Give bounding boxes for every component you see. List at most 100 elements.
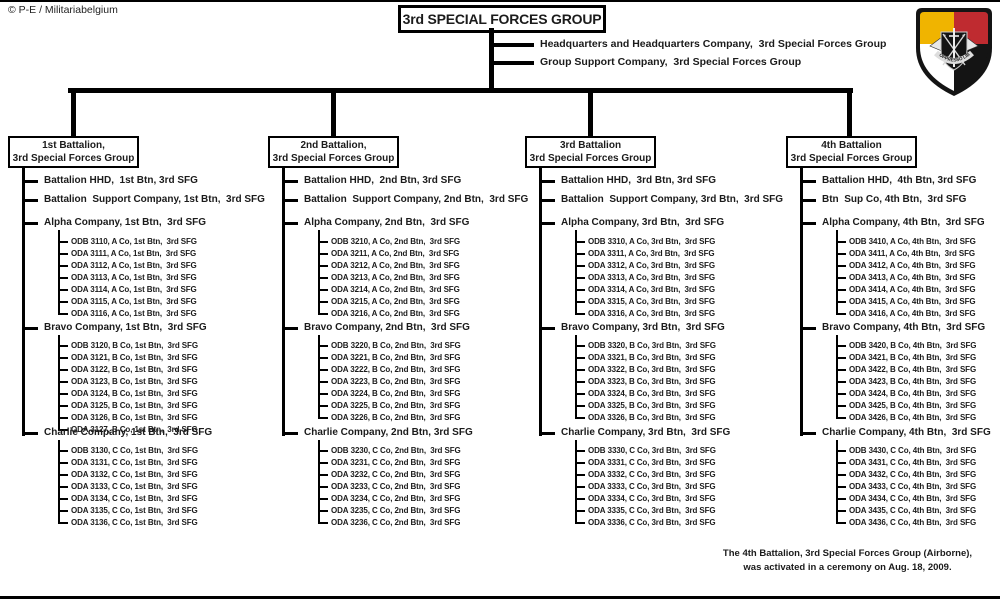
team-label: ODA 3115, A Co, 1st Btn, 3rd SFG [71, 297, 197, 306]
company-spine [58, 440, 60, 524]
unit-label: Battalion Support Company, 1st Btn, 3rd … [44, 194, 265, 205]
connector-tick [58, 405, 68, 407]
connector-tick [318, 462, 328, 464]
connector-tick [22, 199, 38, 202]
team-label: ODA 3326, B Co, 3rd Btn, 3rd SFG [588, 413, 716, 422]
connector-tick [575, 265, 585, 267]
team-label: ODA 3413, A Co, 4th Btn, 3rd SFG [849, 273, 976, 282]
team-label: ODA 3136, C Co, 1st Btn, 3rd SFG [71, 518, 198, 527]
top-border-line [0, 0, 1000, 2]
team-label: ODA 3416, A Co, 4th Btn, 3rd SFG [849, 309, 976, 318]
company-spine [575, 335, 577, 419]
team-label: ODA 3435, C Co, 4th Btn, 3rd SFG [849, 506, 977, 515]
connector-tick [539, 180, 555, 183]
activation-footnote: The 4th Battalion, 3rd Special Forces Gr… [700, 547, 995, 575]
connector-tick [58, 277, 68, 279]
connector-tick [22, 327, 38, 330]
team-label: ODA 3215, A Co, 2nd Btn, 3rd SFG [331, 297, 460, 306]
connector-tick [282, 199, 298, 202]
company-spine [836, 230, 838, 315]
team-label: ODA 3432, C Co, 4th Btn, 3rd SFG [849, 470, 977, 479]
team-label: ODA 3414, A Co, 4th Btn, 3rd SFG [849, 285, 976, 294]
connector-tick [836, 277, 846, 279]
team-label: ODA 3226, B Co, 2nd Btn, 3rd SFG [331, 413, 461, 422]
connector-tick [318, 289, 328, 291]
connector-tick [575, 498, 585, 500]
team-label: ODA 3221, B Co, 2nd Btn, 3rd SFG [331, 353, 461, 362]
team-label: ODB 3120, B Co, 1st Btn, 3rd SFG [71, 341, 198, 350]
group-title-box: 3rd SPECIAL FORCES GROUP [398, 5, 606, 33]
connector-tick [575, 510, 585, 512]
connector-tick [58, 289, 68, 291]
team-label: ODA 3333, C Co, 3rd Btn, 3rd SFG [588, 482, 716, 491]
team-label: ODA 3222, B Co, 2nd Btn, 3rd SFG [331, 365, 461, 374]
connector-tick [58, 462, 68, 464]
connector-tick [282, 432, 298, 435]
connector-title-vertical [489, 28, 494, 93]
unit-label: Battalion HHD, 4th Btn, 3rd SFG [822, 175, 977, 186]
team-label: ODA 3322, B Co, 3rd Btn, 3rd SFG [588, 365, 716, 374]
team-label: ODA 3422, B Co, 4th Btn, 3rd SFG [849, 365, 977, 374]
team-label: ODA 3436, C Co, 4th Btn, 3rd SFG [849, 518, 977, 527]
team-label: ODA 3233, C Co, 2nd Btn, 3rd SFG [331, 482, 461, 491]
connector-tick [575, 289, 585, 291]
connector-tick [575, 381, 585, 383]
connector-tick [836, 405, 846, 407]
connector-tick [836, 301, 846, 303]
connector-tick [318, 277, 328, 279]
connector-drop-3 [588, 93, 593, 136]
connector-tick [800, 180, 816, 183]
connector-tick [318, 474, 328, 476]
team-label: ODA 3127, B Co, 1st Btn, 3rd SFG [71, 425, 198, 434]
connector-tick [575, 405, 585, 407]
team-label: ODA 3336, C Co, 3rd Btn, 3rd SFG [588, 518, 716, 527]
battalion-box-line1: 1st Battalion, [42, 140, 105, 151]
connector-tick [836, 522, 846, 524]
connector-tick [575, 277, 585, 279]
team-label: ODA 3332, C Co, 3rd Btn, 3rd SFG [588, 470, 716, 479]
team-label: ODA 3231, C Co, 2nd Btn, 3rd SFG [331, 458, 461, 467]
connector-tick [575, 313, 585, 315]
team-label: ODA 3411, A Co, 4th Btn, 3rd SFG [849, 249, 976, 258]
connector-tick [318, 450, 328, 452]
company-label: Charlie Company, 1st Btn, 3rd SFG [44, 427, 213, 438]
connector-tick [539, 199, 555, 202]
group-title: 3rd SPECIAL FORCES GROUP [402, 11, 602, 27]
connector-tick [836, 265, 846, 267]
team-label: ODA 3114, A Co, 1st Btn, 3rd SFG [71, 285, 197, 294]
team-label: ODA 3123, B Co, 1st Btn, 3rd SFG [71, 377, 198, 386]
connector-tick [575, 417, 585, 419]
company-label: Alpha Company, 1st Btn, 3rd SFG [44, 217, 207, 228]
battalion-box-line2: 3rd Special Forces Group [790, 153, 913, 164]
battalion-spine [282, 168, 285, 436]
unit-label: Battalion HHD, 3rd Btn, 3rd SFG [561, 175, 717, 186]
connector-tick [318, 498, 328, 500]
company-label: Charlie Company, 2nd Btn, 3rd SFG [304, 427, 473, 438]
connector-tick [318, 381, 328, 383]
team-label: ODA 3134, C Co, 1st Btn, 3rd SFG [71, 494, 198, 503]
connector-tick [58, 241, 68, 243]
connector-bus-horizontal [68, 88, 853, 93]
team-label: ODB 3310, A Co, 3rd Btn, 3rd SFG [588, 237, 716, 246]
team-label: ODA 3122, B Co, 1st Btn, 3rd SFG [71, 365, 198, 374]
connector-tick [318, 369, 328, 371]
connector-tick [58, 486, 68, 488]
team-label: ODA 3423, B Co, 4th Btn, 3rd SFG [849, 377, 977, 386]
connector-tick [318, 510, 328, 512]
team-label: ODA 3216, A Co, 2nd Btn, 3rd SFG [331, 309, 460, 318]
team-label: ODA 3211, A Co, 2nd Btn, 3rd SFG [331, 249, 460, 258]
connector-tick [575, 450, 585, 452]
connector-tick [575, 369, 585, 371]
connector-tick [58, 522, 68, 524]
beret-flash-insignia: DE OPPRESSO LIBER [912, 6, 992, 96]
connector-tick [836, 241, 846, 243]
team-label: ODB 3330, C Co, 3rd Btn, 3rd SFG [588, 446, 716, 455]
connector-tick [318, 405, 328, 407]
team-label: ODA 3116, A Co, 1st Btn, 3rd SFG [71, 309, 197, 318]
connector-tick [836, 357, 846, 359]
team-label: ODB 3220, B Co, 2nd Btn, 3rd SFG [331, 341, 461, 350]
connector-tick [58, 265, 68, 267]
